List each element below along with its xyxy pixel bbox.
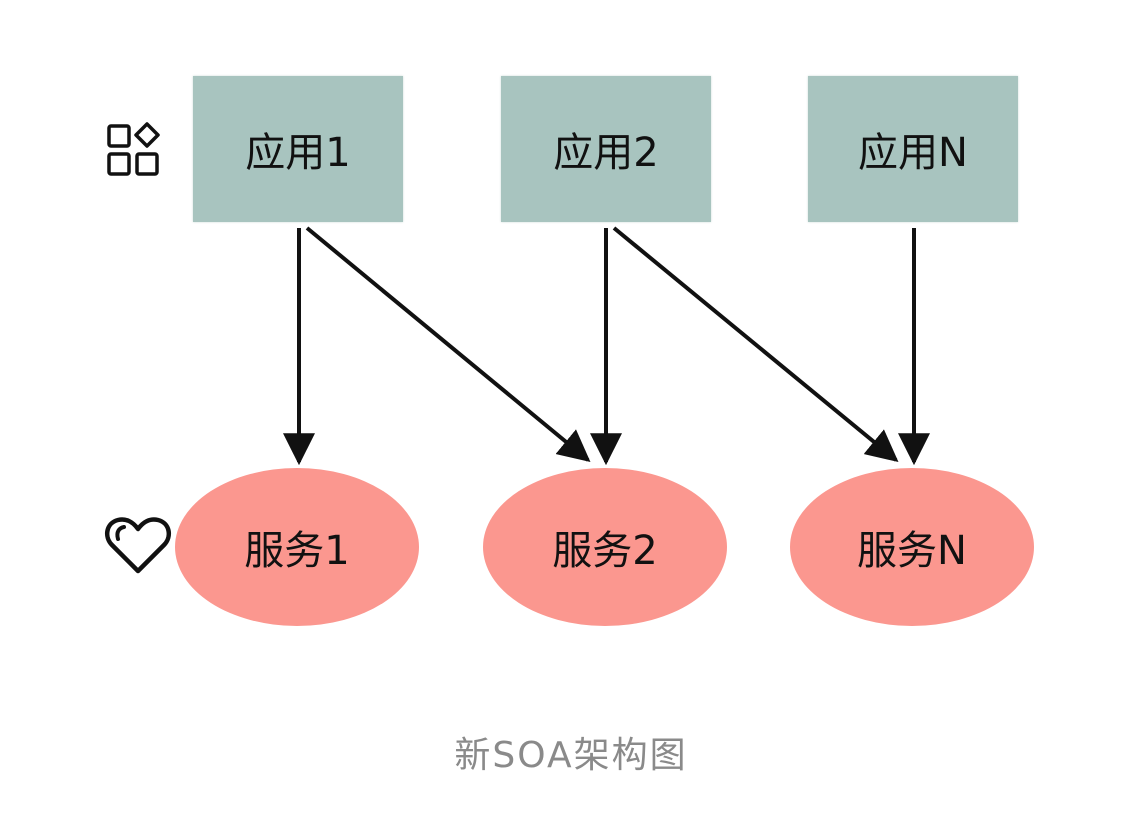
application-label: 应用N	[858, 130, 968, 176]
service-label: 服务2	[552, 528, 658, 574]
apps-grid-icon	[107, 122, 160, 176]
service-ellipse-n: 服务N	[790, 468, 1034, 626]
application-label: 应用1	[245, 130, 351, 176]
application-box-2: 应用2	[501, 76, 711, 222]
service-ellipse-2: 服务2	[483, 468, 727, 626]
edge-app2-svcN	[612, 226, 899, 463]
service-label: 服务1	[244, 528, 350, 574]
heart-icon	[104, 517, 172, 574]
application-box-1: 应用1	[193, 76, 403, 222]
application-label: 应用2	[553, 130, 659, 176]
diagram-caption: 新SOA架构图	[454, 735, 688, 776]
edge-app1-svc2	[305, 226, 591, 463]
service-label: 服务N	[857, 528, 967, 574]
service-ellipse-1: 服务1	[175, 468, 419, 626]
application-box-n: 应用N	[808, 76, 1018, 222]
